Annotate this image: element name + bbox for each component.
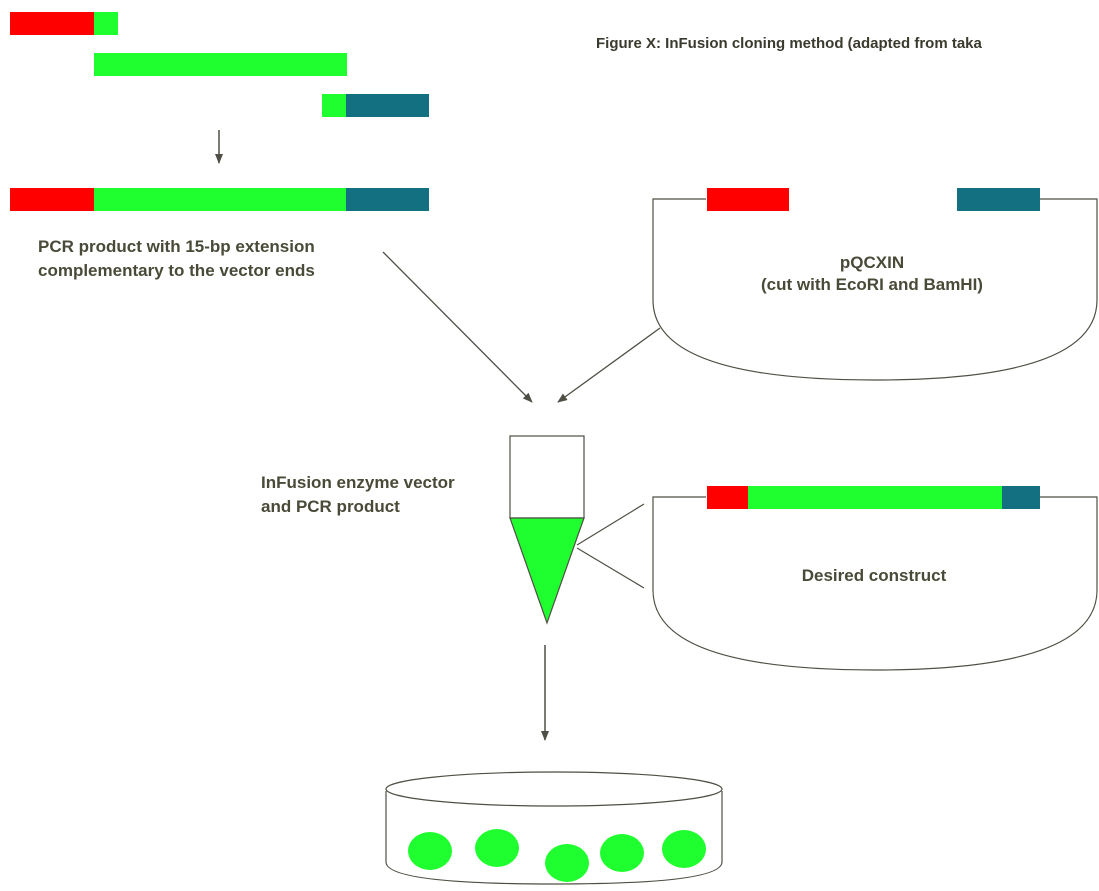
arrow-vector-to-tube: [557, 327, 661, 403]
colonies: [408, 829, 706, 882]
pcr-product-label-line2: complementary to the vector ends: [38, 261, 315, 280]
vector-end-right-segment: [346, 94, 429, 117]
insert-segment: [94, 188, 346, 211]
desired-construct: Desired construct: [652, 486, 1098, 671]
construct-backbone: [652, 496, 1098, 671]
vector-end-right-segment: [346, 188, 429, 211]
reaction-tube: [509, 435, 585, 625]
pcr-product-label-line1: PCR product with 15-bp extension: [38, 237, 315, 256]
fragment-left-overlap: [10, 12, 118, 35]
insert-overlap-segment: [322, 94, 346, 117]
tube-tip-reaction-mix: [509, 517, 585, 625]
tube-body: [509, 435, 585, 519]
fragment-right-overlap: [322, 94, 429, 117]
vector-note: (cut with EcoRI and BamHI): [761, 275, 983, 294]
reaction-label-line1: InFusion enzyme vector: [261, 473, 455, 492]
petri-dish: [385, 771, 723, 885]
vector-end-left-segment: [707, 486, 748, 509]
vector-end-left-segment: [707, 188, 789, 211]
zoom-line-bottom: [576, 547, 645, 589]
vector-end-right-segment: [957, 188, 1040, 211]
insert-segment: [748, 486, 1002, 509]
arrow-pcr-to-tube: [382, 251, 533, 403]
insert-overlap-segment: [94, 12, 118, 35]
zoom-line-top: [576, 503, 645, 546]
vector-name: pQCXIN: [840, 253, 904, 272]
vector-backbone: [652, 198, 1098, 381]
vector-end-left-segment: [10, 12, 94, 35]
construct-label: Desired construct: [802, 566, 947, 585]
bacterial-colony: [662, 830, 706, 868]
pcr-product-bar: [10, 188, 429, 211]
vector-end-right-segment: [1002, 486, 1040, 509]
bacterial-colony: [600, 834, 644, 872]
reaction-label-line2: and PCR product: [261, 497, 400, 516]
insert-fragment: [94, 53, 347, 76]
vector-end-left-segment: [10, 188, 94, 211]
bacterial-colony: [475, 829, 519, 867]
bacterial-colony: [545, 844, 589, 882]
figure-title: Figure X: InFusion cloning method (adapt…: [596, 35, 983, 52]
bacterial-colony: [408, 832, 452, 870]
vector-pqcxin: pQCXIN (cut with EcoRI and BamHI): [652, 188, 1098, 381]
dish-rim: [385, 771, 723, 807]
